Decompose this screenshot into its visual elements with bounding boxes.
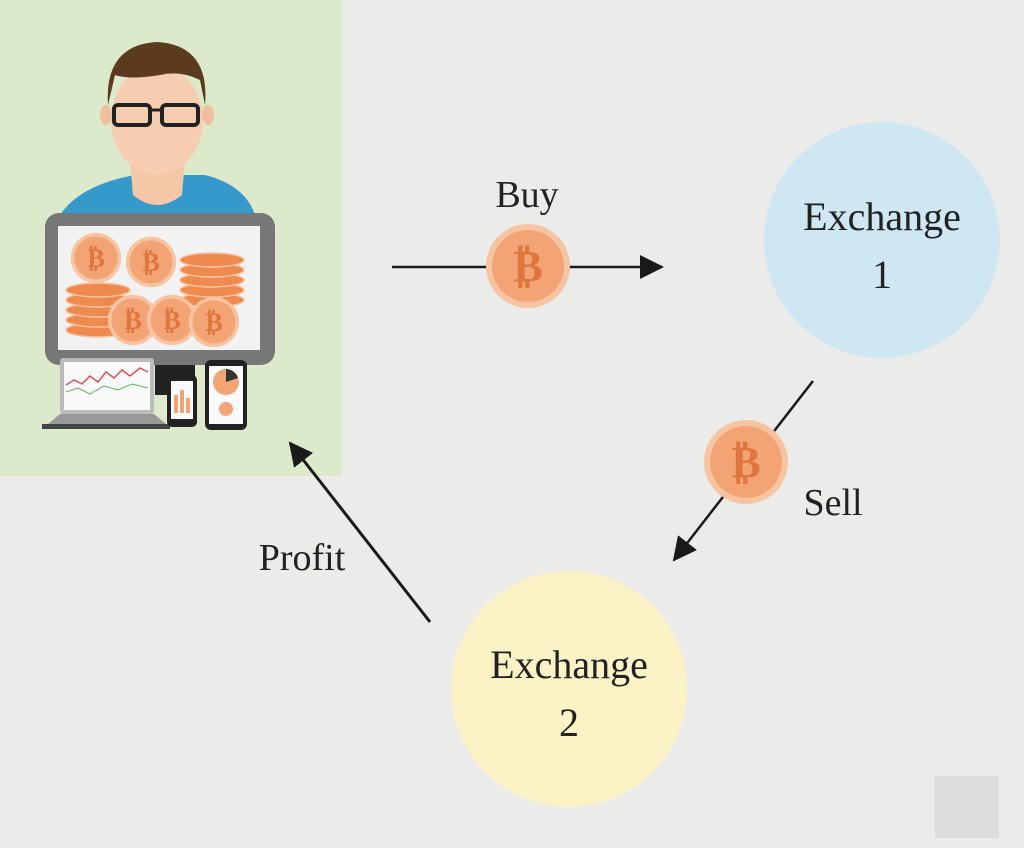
buy-label: Buy bbox=[495, 174, 558, 216]
sell-label: Sell bbox=[803, 482, 862, 524]
corner-placeholder bbox=[935, 776, 999, 838]
exchange-2-label: Exchange bbox=[490, 642, 648, 687]
exchange-2-number: 2 bbox=[559, 700, 579, 745]
exchange-1-label: Exchange bbox=[803, 194, 961, 239]
profit-label: Profit bbox=[259, 537, 346, 579]
trader-illustration bbox=[0, 0, 342, 476]
profit-arrow bbox=[288, 441, 432, 623]
exchange-2-node: Exchange 2 bbox=[451, 571, 687, 807]
exchange-1-node: Exchange 1 bbox=[764, 122, 1000, 358]
sell-coin-icon bbox=[704, 420, 788, 504]
buy-coin-icon bbox=[486, 224, 570, 308]
exchange-1-number: 1 bbox=[872, 252, 892, 297]
